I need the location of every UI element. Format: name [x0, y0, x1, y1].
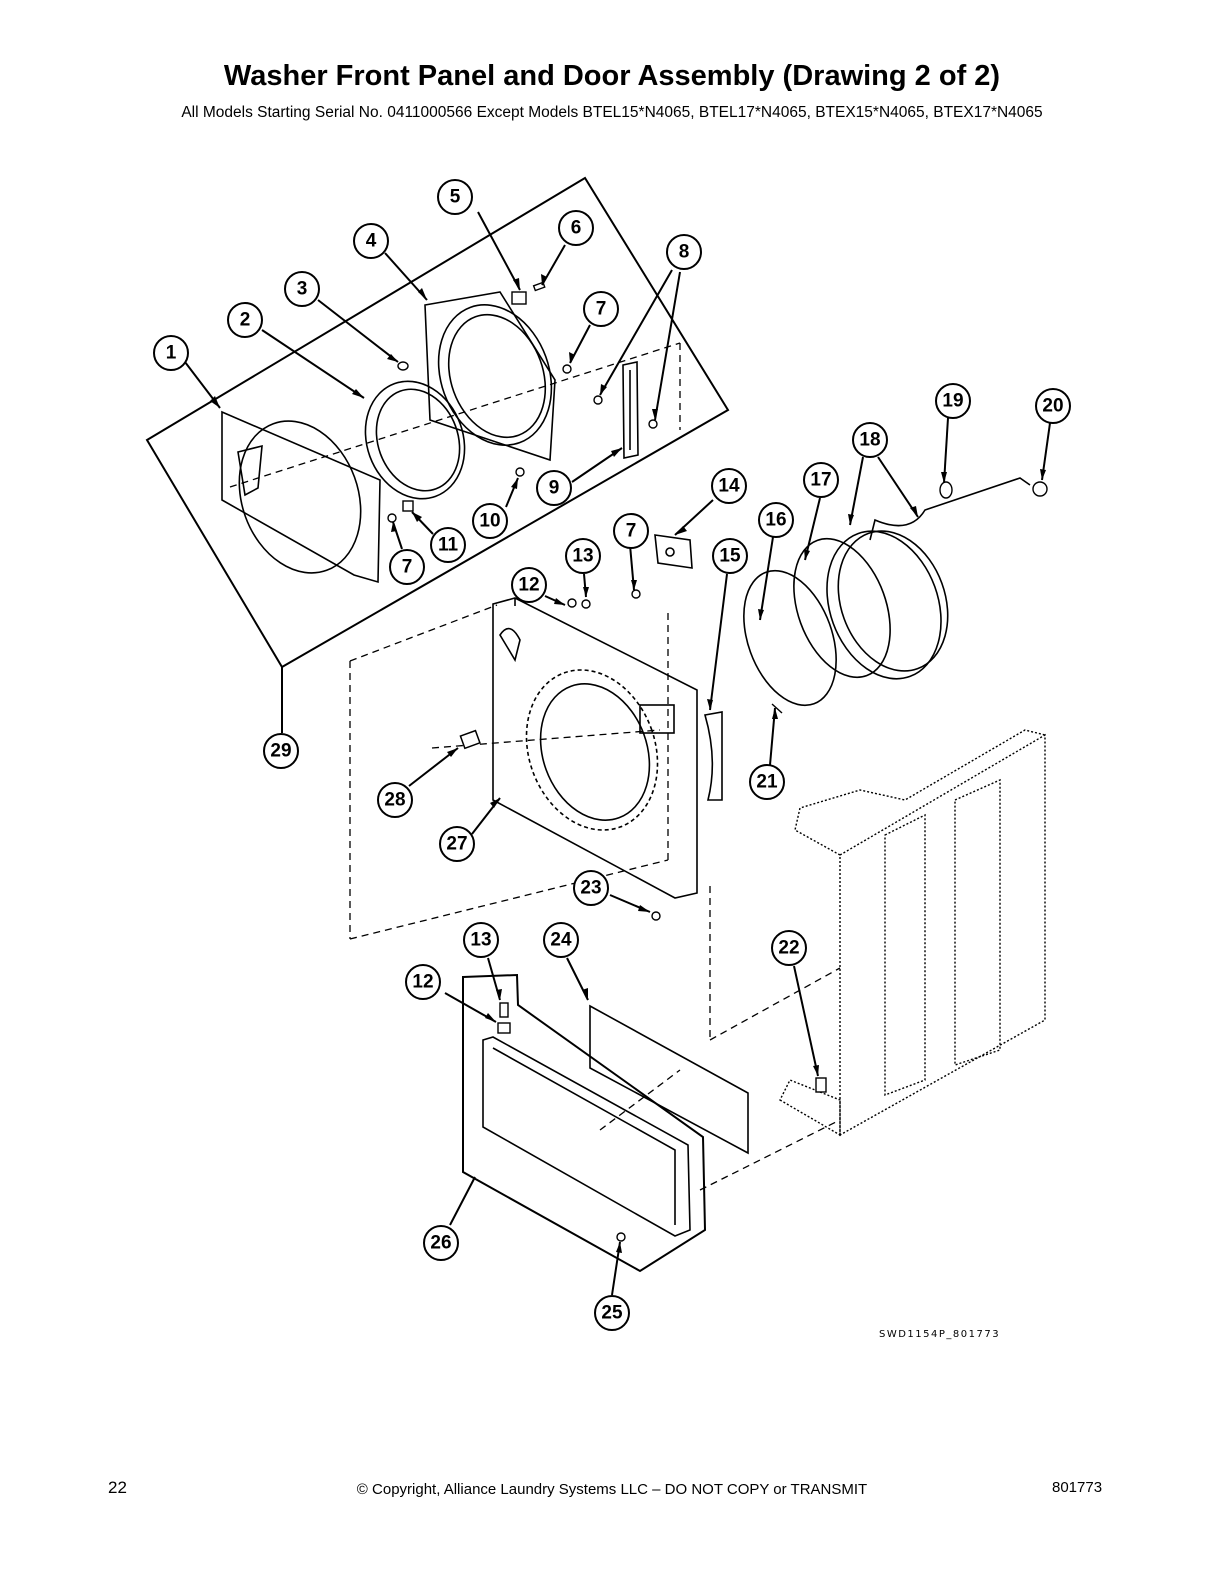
- washer-cabinet: [779, 729, 1046, 1137]
- callout-16: 16: [765, 510, 786, 531]
- callout-20: 20: [1042, 396, 1063, 417]
- callout-22: 22: [778, 938, 799, 959]
- callout-12a: 12: [518, 575, 539, 596]
- page-title: Washer Front Panel and Door Assembly (Dr…: [223, 60, 1001, 92]
- callout-12b: 12: [412, 972, 433, 993]
- front-panel: [492, 597, 698, 899]
- callout-5: 5: [450, 187, 461, 208]
- door-lock: [654, 534, 693, 569]
- callout-13b: 13: [470, 930, 491, 951]
- document-number: 801773: [1052, 1479, 1103, 1496]
- kick-hardware: [497, 589, 661, 1242]
- panel-strip: [703, 711, 723, 801]
- copyright-notice: © Copyright, Alliance Laundry Systems LL…: [356, 1481, 868, 1498]
- callout-14: 14: [718, 476, 740, 497]
- cabinet-clip: [815, 1077, 827, 1093]
- callout-2: 2: [240, 310, 251, 331]
- callout-17: 17: [810, 470, 831, 491]
- callout-27: 27: [446, 834, 467, 855]
- callout-9: 9: [549, 478, 560, 499]
- callout-29: 29: [270, 741, 291, 762]
- callout-19: 19: [942, 391, 963, 412]
- drawing-id: SWD1154P_801773: [879, 1329, 1001, 1340]
- callout-10: 10: [479, 511, 500, 532]
- door-glass: [364, 380, 466, 500]
- callout-21: 21: [756, 772, 778, 793]
- assembly-lines: [229, 342, 841, 1191]
- callout-3: 3: [297, 279, 308, 300]
- callout-labels: 1 2 3 4 5 6 7 8 9 10 11 7 12 13 7 14 15 …: [166, 187, 1064, 1324]
- page-subtitle: All Models Starting Serial No. 041100056…: [181, 104, 1043, 121]
- leader-lines: [184, 211, 1051, 1296]
- kick-panel: [482, 1036, 691, 1237]
- door-gasket-assembly: [743, 477, 1031, 707]
- door-hardware: [387, 281, 658, 523]
- callout-4: 4: [366, 231, 377, 252]
- callout-7b: 7: [402, 557, 413, 578]
- callout-13a: 13: [572, 546, 593, 567]
- callout-26: 26: [430, 1233, 451, 1254]
- panel-switch: [459, 729, 481, 750]
- callout-28: 28: [384, 790, 405, 811]
- callout-7c: 7: [626, 521, 637, 542]
- callout-11: 11: [438, 535, 459, 556]
- hinge: [622, 361, 639, 459]
- door-assembly-group-box: [145, 176, 730, 669]
- callout-25: 25: [601, 1303, 623, 1324]
- inner-door-frame: [424, 291, 556, 462]
- callout-7a: 7: [596, 299, 607, 320]
- callout-24: 24: [550, 930, 572, 951]
- callout-1: 1: [166, 343, 177, 364]
- callout-15: 15: [719, 546, 741, 567]
- callout-8: 8: [679, 242, 690, 263]
- gasket-hardware: [771, 481, 1048, 714]
- kick-panel-group-box: [462, 973, 707, 1273]
- callout-circles: [153, 179, 1071, 1331]
- callout-18: 18: [859, 430, 880, 451]
- leader-arrowheads: [210, 274, 1046, 1253]
- door-front-frame: [221, 410, 381, 584]
- callout-23: 23: [580, 878, 601, 899]
- insulation-sheet: [589, 1004, 749, 1155]
- page-number: 22: [108, 1478, 127, 1497]
- callout-6: 6: [571, 218, 582, 239]
